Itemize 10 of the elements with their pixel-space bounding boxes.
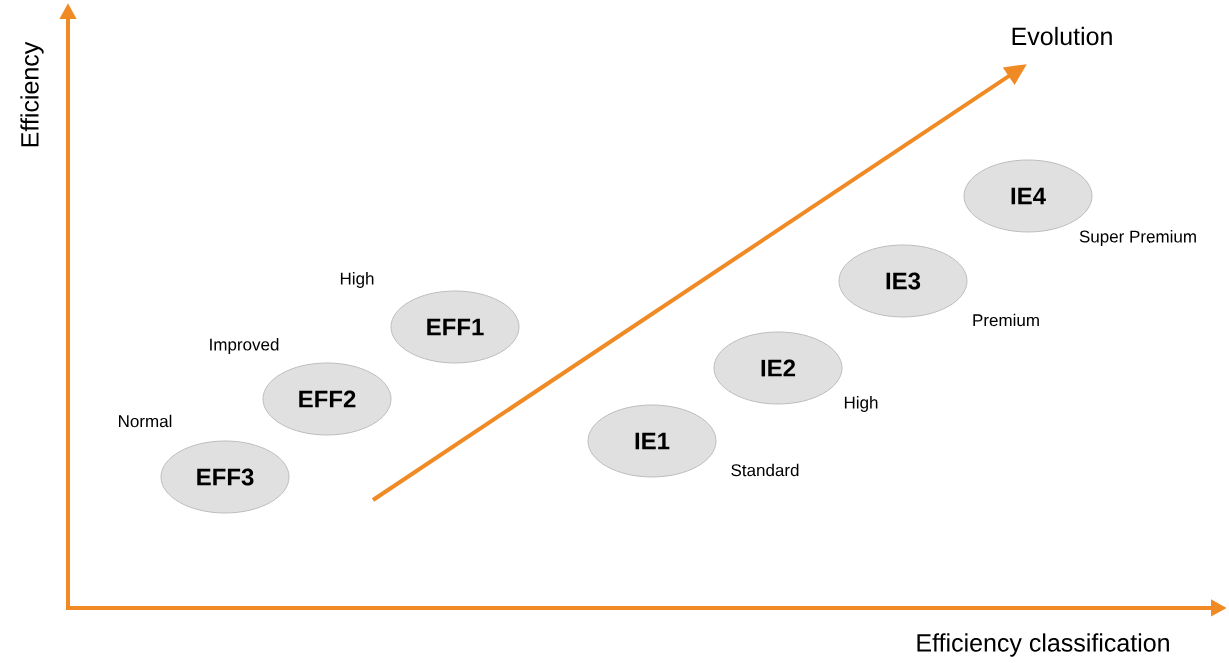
class-caption: Normal (119, 414, 172, 428)
axis-title: Efficiency classification (917, 633, 1169, 657)
class-caption: High (340, 272, 374, 288)
class-caption: High (844, 396, 878, 412)
class-caption: Improved (210, 338, 279, 354)
class-caption: Super Premium (1079, 230, 1196, 246)
class-caption: Premium (973, 313, 1039, 327)
axis-title: Efficiency (20, 41, 44, 147)
arrow-label: Evolution (1012, 26, 1112, 46)
class-caption: Standard (731, 463, 799, 477)
